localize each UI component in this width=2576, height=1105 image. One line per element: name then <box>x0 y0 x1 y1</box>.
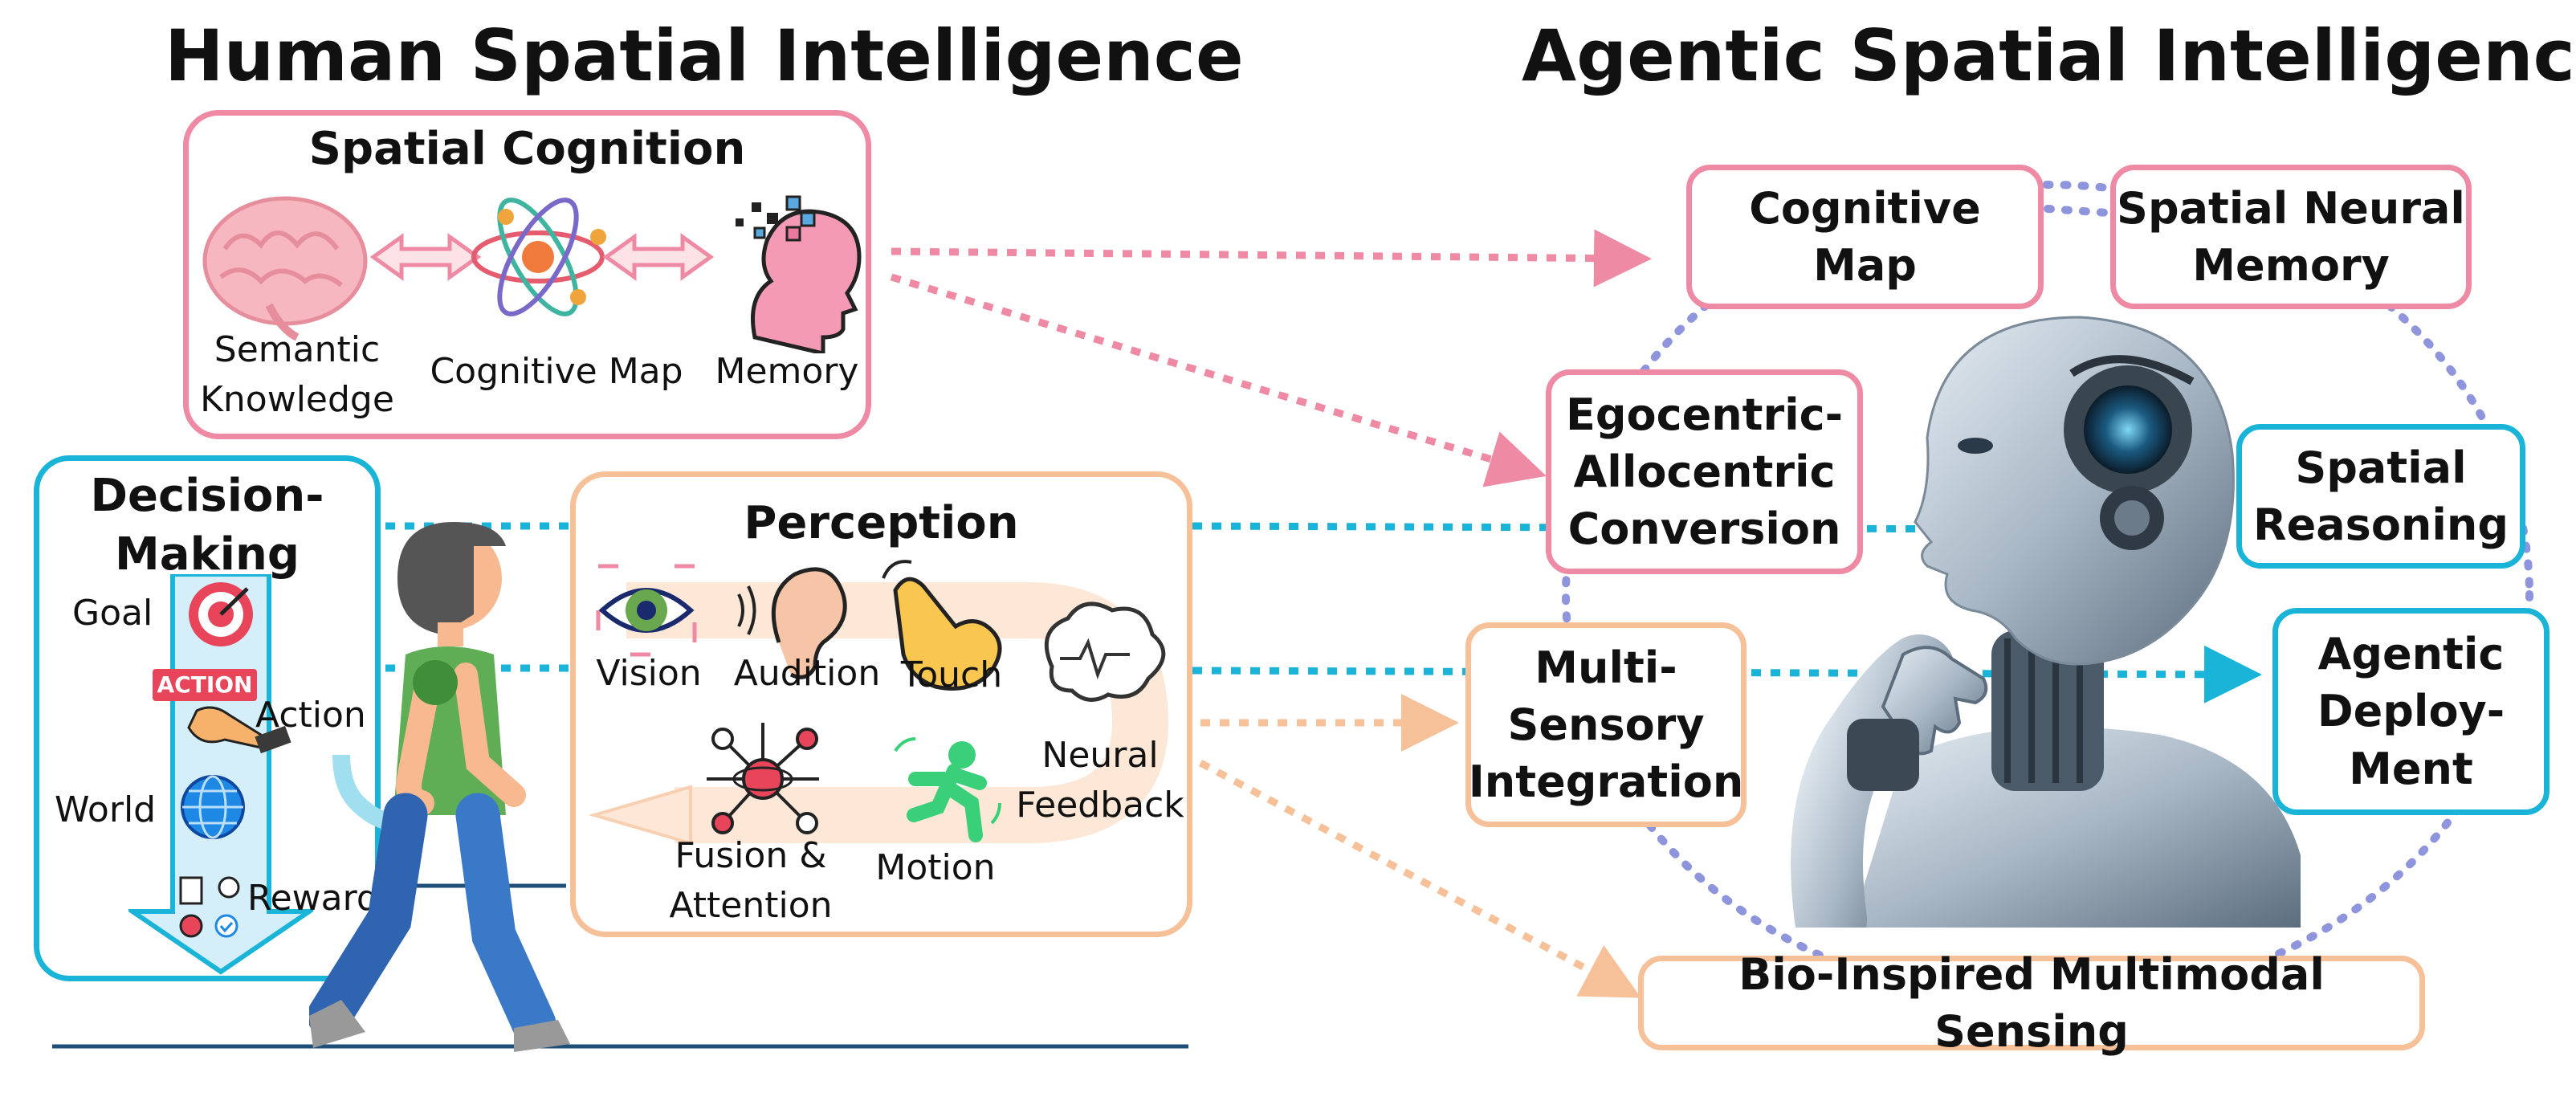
memory-label: Memory <box>715 351 859 392</box>
arrow-perception-to-bio <box>1198 760 1641 998</box>
goal-label: Goal <box>72 593 153 634</box>
motion-label: Motion <box>875 847 996 888</box>
arrow-cognition-to-egoallo <box>890 273 1547 487</box>
touch-hand-icon <box>882 560 1002 691</box>
target-icon <box>189 582 253 646</box>
agent-orbit <box>1562 181 2533 1008</box>
fusion-network-icon <box>707 723 819 834</box>
node-spatial-neural-memory: Spatial Neural Memory <box>2110 165 2472 309</box>
globe-icon <box>181 775 245 839</box>
link-map-memory <box>2044 205 2112 217</box>
perception-box: Perception <box>570 471 1192 937</box>
double-arrow-icon <box>369 233 482 281</box>
spatial-cognition-title: Spatial Cognition <box>308 123 746 175</box>
action-badge: ACTION <box>157 671 253 698</box>
memory-head-icon <box>736 195 862 353</box>
decision-flow-arrow <box>128 574 313 975</box>
neural-feedback-label: Neural Feedback <box>1016 735 1184 826</box>
node-bio-inspired-multimodal-sensing: Bio-Inspired Multimodal Sensing <box>1638 949 2425 1057</box>
node-cognitive-map: Cognitive Map <box>1686 165 2044 309</box>
walking-person-illustration <box>309 522 570 1052</box>
title-human-spatial-intelligence: Human Spatial Intelligence <box>165 14 1244 97</box>
cognitive-map-label: Cognitive Map <box>430 351 683 392</box>
reward-icon <box>179 876 240 938</box>
node-spatial-reasoning: Spatial Reasoning <box>2236 424 2525 569</box>
double-arrow-icon <box>602 233 715 281</box>
touch-label: Touch <box>900 654 1003 695</box>
semantic-knowledge-label: Semantic Knowledge <box>200 329 394 420</box>
perception-icons <box>588 560 1169 846</box>
cognition-icons <box>202 195 862 353</box>
title-agentic-spatial-intelligence: Agentic Spatial Intelligence <box>1522 14 2576 97</box>
perception-flow-arrowhead <box>588 785 692 846</box>
brain-icon <box>202 196 368 341</box>
audition-label: Audition <box>733 653 881 694</box>
atom-icon <box>471 198 606 316</box>
motion-runner-icon <box>894 737 1001 842</box>
humanoid-robot-illustration <box>1791 316 2301 928</box>
fusion-attention-label: Fusion & Attention <box>669 835 833 926</box>
eye-icon <box>596 564 697 657</box>
arrow-cognition-to-map <box>891 229 1652 287</box>
node-agentic-deployment: Agentic Deploy- Ment <box>2272 608 2550 815</box>
decision-making-title: Decision- Making <box>90 470 324 581</box>
action-badge-bg <box>153 669 257 701</box>
node-multi-sensory-integration: Multi- Sensory Integration <box>1465 622 1747 827</box>
action-label: Action <box>255 695 366 736</box>
ear-icon <box>737 567 847 679</box>
vision-label: Vision <box>596 653 702 694</box>
hand-icon <box>187 706 291 754</box>
neural-brain-icon <box>1044 601 1166 702</box>
perception-title: Perception <box>744 497 1019 549</box>
world-label: World <box>55 789 157 830</box>
reward-label: Reward <box>247 878 379 919</box>
node-egocentric-allocentric-conversion: Egocentric- Allocentric Conversion <box>1546 369 1863 574</box>
